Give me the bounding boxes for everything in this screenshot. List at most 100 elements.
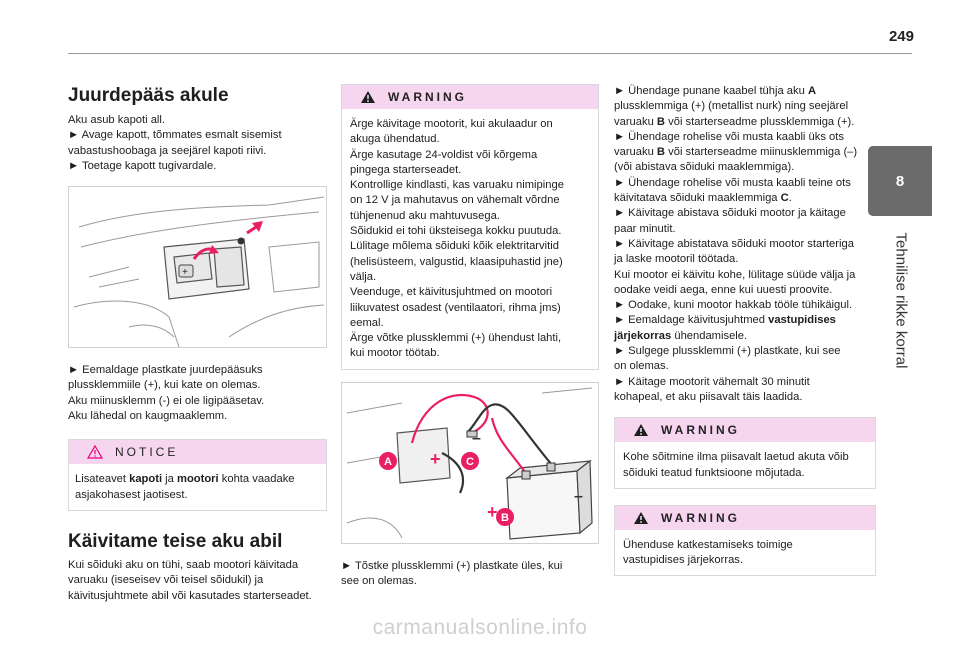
engine-bay-drawing: + [73,196,325,348]
warning-line: Kontrollige kindlasti, kas varuaku nimip… [350,179,564,192]
text: ► Eemaldage käivitusjuhtmed [614,314,769,327]
warning-triangle-icon [361,91,375,103]
diagram-minus-b: – [574,488,583,505]
step-line: kohapeal, et aku piisavalt täis laadida. [614,390,803,403]
step-line: oodake veidi aega, enne kui uuesti proov… [614,283,833,296]
notice-box: NOTICE Lisateavet kapoti ja mootori koht… [68,439,327,511]
warning-header: WARNING [342,85,598,109]
warning-triangle-icon [634,511,648,524]
text-line: plussklemmiile (+), kui kate on olemas. [68,379,261,392]
text-line: Aku asub kapoti all. [68,114,166,126]
label-a: A [807,85,817,97]
label-c: C [780,192,789,205]
text-line: see on olemas. [341,575,417,588]
watermark: carmanualsonline.info [372,616,588,639]
text-line: ► Eemaldage plastkate juurdepääsuks [68,364,263,377]
step-line: ► Käitage mootorit vähemalt 30 minutit [614,375,810,388]
text: või starterseadme miinusklemmiga (–) [665,146,858,159]
warning-box-charge: WARNING Kohe sõitmine ilma piisavalt lae… [614,417,876,489]
step-line: ► Käivitage abistava sõiduki mootor ja k… [614,207,846,220]
warning-line: (helisüsteem, valgustid, klaasipuhastid … [350,255,563,268]
step-line: (või abistava sõiduki maaklemmiga). [614,161,795,174]
warning-body: Ärge käivitage mootorit, kui akulaadur o… [342,109,598,369]
text-line: ► Avage kapott, tõmmates esmalt sisemist [68,129,282,142]
column-right: ► Ühendage punane kaabel tühja aku A plu… [614,84,876,577]
step-line: paar minutit. [614,222,676,235]
keyword-engine: mootori [177,473,219,486]
step-line: ► Ühendage punane kaabel tühja aku A [614,84,876,99]
warning-line: liikuvatest osadest (ventilaatori, rihma… [350,301,561,314]
text: . [788,192,792,205]
step-line: järjekorras ühendamisele. [614,329,876,344]
diagram-plus-a: + [430,449,441,469]
diagram-plus-b: + [487,502,498,522]
engine-bay-illustration: + [68,186,327,349]
diagram-caption: ► Tõstke plussklemmi (+) plastkate üles,… [341,559,599,590]
text: ► Ühendage punane kaabel tühja aku [614,85,808,97]
section-title-battery-access: Juurdepääs akule [68,85,229,106]
warning-line: Ärge käivitage mootorit, kui akulaadur o… [350,118,553,130]
section-title-jump-start: Käivitame teise aku abil [68,530,283,552]
text-line: Aku miinusklemm (-) ei ole ligipääsetav. [68,394,265,407]
notice-line: asjakohasest jaotisest. [75,488,188,501]
page-number: 249 [888,28,914,45]
warning-line: vastupidises järjekorras. [623,554,744,567]
warning-box-disconnect: WARNING Ühenduse katkestamiseks toimige … [614,504,876,577]
step-line: on olemas. [614,360,669,373]
text-line: vabastushoobaga ja seejärel kapoti riivi… [68,144,267,157]
text: ja [162,473,177,486]
text: või starterseadme plussklemmiga (+). [665,115,855,128]
notice-title: NOTICE [115,445,179,460]
notice-line: Lisateavet kapoti ja mootori kohta vaada… [75,472,320,487]
diagram-minus-a: – [472,430,481,447]
text-line: Kui sõiduki aku on tühi, saab mootori kä… [68,558,299,571]
keyword-hood: kapoti [129,473,163,486]
notice-triangle-icon [87,445,103,459]
warning-line: Ärge võtke plussklemmi (+) ühendust laht… [350,332,562,345]
column-middle: WARNING Ärge käivitage mootorit, kui aku… [341,84,599,589]
terminal-plus-mark: + [182,267,188,278]
jump-start-intro: Kui sõiduki aku on tühi, saab mootori kä… [68,558,330,604]
warning-line: tühjenenud aku mahtuvusega. [350,209,500,222]
step-line: ► Käivitage abistatava sõiduki mootor st… [614,237,854,250]
text: Lisateavet [75,473,130,486]
text: varuaku [614,115,657,128]
step-line: ► Eemaldage käivitusjuhtmed vastupidises [614,313,876,328]
text: varuaku [614,146,657,159]
step-line: varuaku B või starterseadme plussklemmig… [614,115,876,130]
battery-access-intro: Aku asub kapoti all. ► Avage kapott, tõm… [68,113,330,174]
warning-body: Ühenduse katkestamiseks toimige vastupid… [615,530,875,576]
column-left: Juurdepääs akule Aku asub kapoti all. ► … [68,84,330,604]
warning-title: WARNING [661,423,740,438]
text: ühendamisele. [671,329,748,342]
warning-line: Kohe sõitmine ilma piisavalt laetud akut… [623,451,849,464]
marker-c: C [466,456,474,468]
text: kohta vaadake [218,473,295,486]
notice-body: Lisateavet kapoti ja mootori kohta vaada… [69,464,326,510]
step-line: ► Oodake, kuni mootor hakkab tööle tühik… [614,299,853,312]
warning-header: WARNING [615,418,875,443]
warning-line: Ühenduse katkestamiseks toimige [623,538,793,551]
label-b: B [656,146,666,159]
warning-line: Ärge kasutage 24-voldist või kõrgema [350,148,538,161]
warning-header: WARNING [615,505,875,530]
text: käivitatava sõiduki maaklemmiga [614,192,781,205]
warning-line: on 12 V ja mahutavus on vähemalt võrdne [350,194,560,207]
step-line: ► Ühendage rohelise või musta kaabli üks… [614,130,844,143]
jump-start-steps: ► Ühendage punane kaabel tühja aku A plu… [614,84,876,405]
label-b: B [656,115,666,128]
warning-box-main: WARNING Ärge käivitage mootorit, kui aku… [341,84,599,370]
keyword-reverse: vastupidises [768,314,836,327]
step-line: ja laske mootoril töötada. [614,253,739,266]
chapter-title-vertical: Tehnilise rikke korral [884,220,918,380]
remove-cover-instructions: ► Eemaldage plastkate juurdepääsuks plus… [68,363,330,424]
step-line: ► Sulgege plussklemmi (+) plastkate, kui… [614,345,841,358]
warning-line: välja. [350,270,377,283]
step-line: varuaku B või starterseadme miinusklemmi… [614,145,876,160]
text-line: Aku lähedal on kaugmaaklemm. [68,410,228,423]
chapter-tab[interactable]: 8 [868,146,932,216]
notice-header: NOTICE [69,440,326,465]
step-line: plussklemmiga (+) (metallist nurk) ning … [614,100,849,113]
warning-line: Veenduge, et käivitusjuhtmed on mootori [350,286,553,299]
text-line: varuaku (iseseisev või teisel sõidukil) … [68,574,264,587]
